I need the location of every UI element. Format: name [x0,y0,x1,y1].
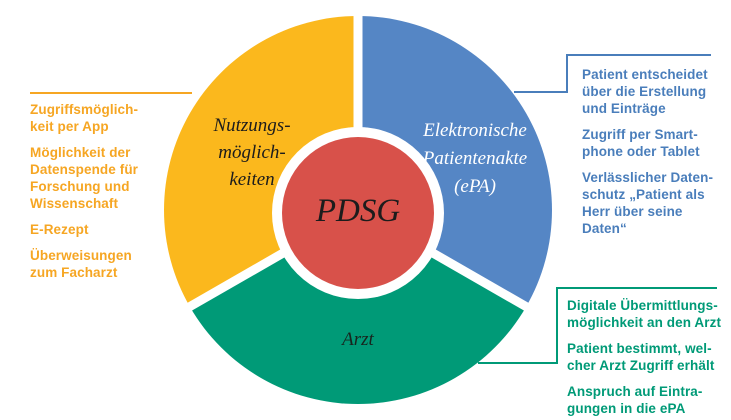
segment-label-nutzungsmoeglichkeiten: Nutzungs- möglich- keiten [213,115,291,190]
annotation-item: E-Rezept [30,222,89,237]
annotation-item: Zugriff per Smart- phone oder Tablet [582,127,700,159]
annotation-item: Digitale Übermittlungs- möglichkeit an d… [567,298,722,330]
annotation-list-right-top: Patient entscheidet über die Erstellung … [582,66,730,246]
annotation-item: Patient entscheidet über die Erstellung … [582,67,708,116]
annotation-item: Anspruch auf Eintra- gungen in die ePA [567,384,703,416]
annotation-item: Überweisungen zum Facharzt [30,248,132,280]
center-label-pdsg: PDSG [315,193,401,229]
connector-right-bottom [478,287,717,364]
annotation-item: Verlässlicher Daten- schutz „Patient als… [582,170,714,236]
annotation-list-left: Zugriffsmöglich- keit per App Möglichkei… [30,101,200,290]
annotation-item: Möglichkeit der Datenspende für Forschun… [30,145,139,211]
annotation-item: Zugriffsmöglich- keit per App [30,102,139,134]
annotation-item: Patient bestimmt, wel- cher Arzt Zugriff… [567,341,715,373]
center-circle [282,137,434,289]
segment-label-elektronische-patientenakte: Elektronische Patientenakte (ePA) [422,120,528,197]
annotation-list-right-bottom: Digitale Übermittlungs- möglichkeit an d… [567,297,731,420]
segment-label-arzt: Arzt [342,329,374,350]
segment-arzt [190,210,526,404]
connector-right-top [514,54,711,93]
